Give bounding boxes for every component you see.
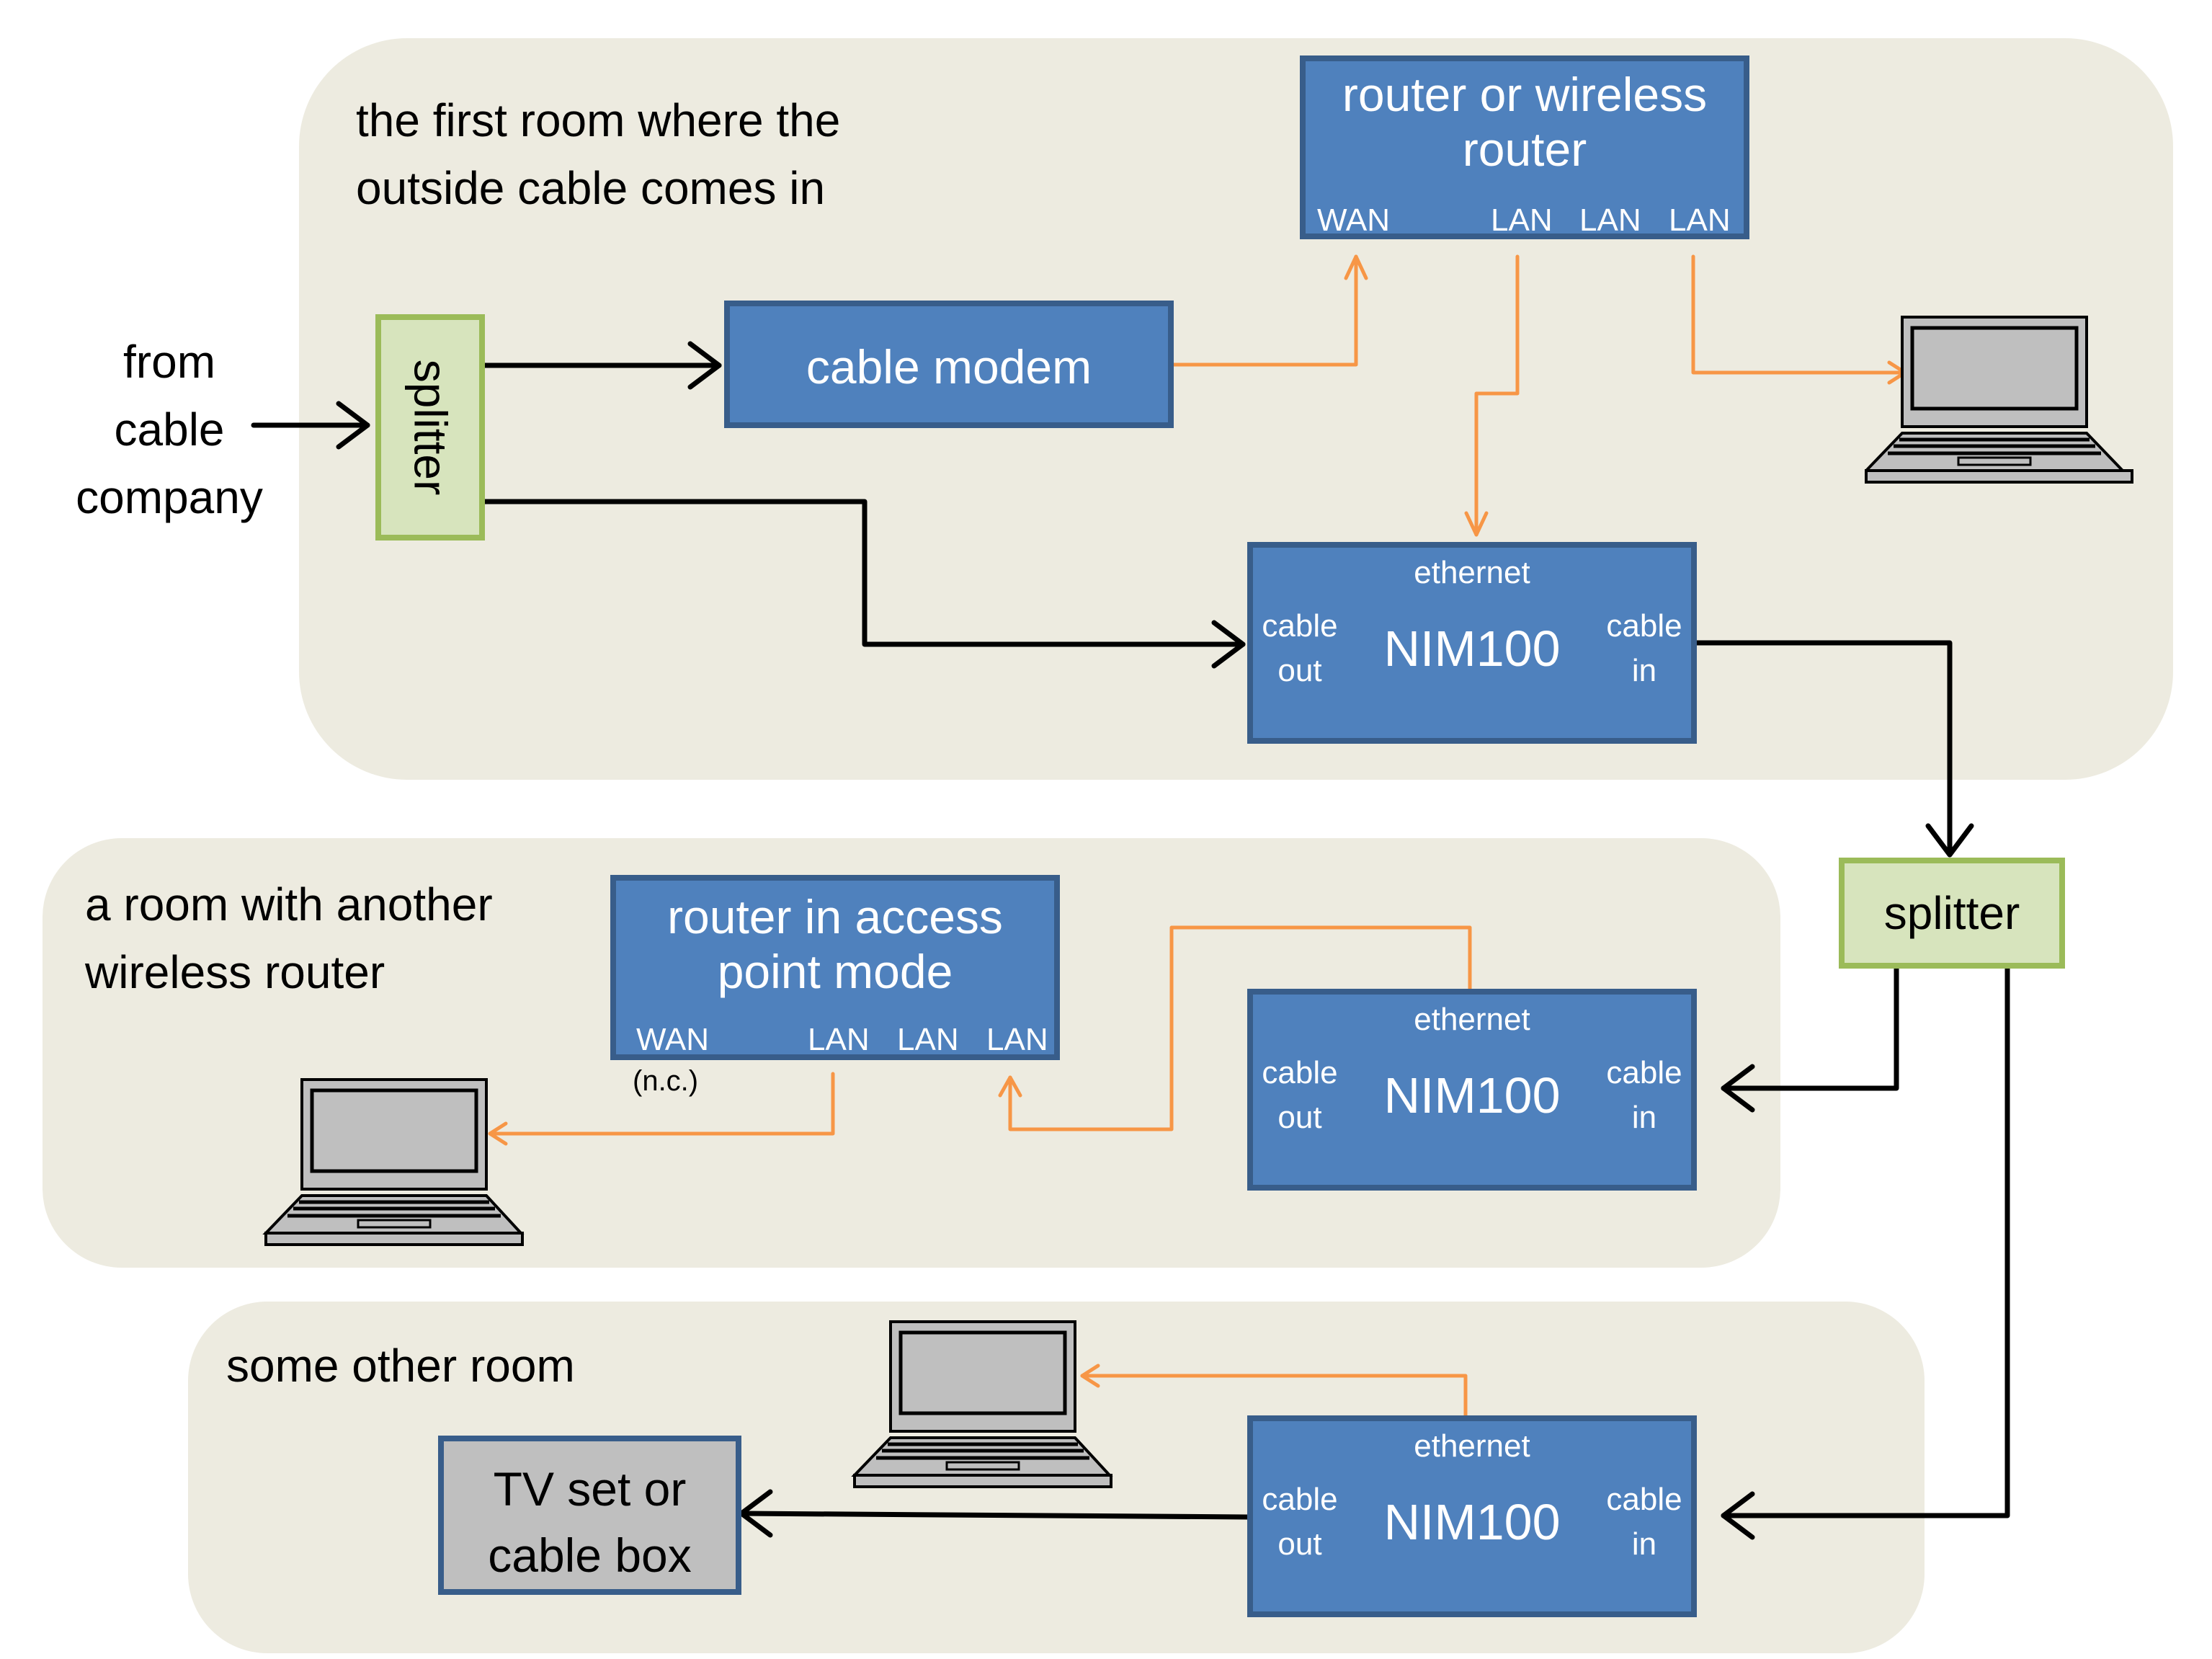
arrow-wan bbox=[1344, 254, 1368, 280]
splitter-hallway-label: splitter bbox=[1883, 887, 2020, 939]
wire-nim1-to-hallsplitter bbox=[1694, 640, 1953, 858]
nim100-room1-ethernet-port: ethernet bbox=[1414, 555, 1530, 590]
laptop-icon[interactable] bbox=[1865, 316, 2133, 484]
cable-modem-label: cable modem bbox=[806, 340, 1092, 393]
coax-wires bbox=[251, 341, 2010, 1540]
nim100-room3-ethernet-port: ethernet bbox=[1414, 1428, 1530, 1464]
wire-splitter-to-nim1 bbox=[482, 499, 1246, 647]
wire-hallsplitter-to-nim2 bbox=[1721, 966, 1899, 1091]
wire-nim3-to-tv bbox=[739, 1511, 1250, 1520]
room-third-label: some other room bbox=[226, 1340, 575, 1392]
router-room1-port-lan1[interactable]: LAN bbox=[1491, 203, 1553, 238]
arrow-nim3 bbox=[1721, 1491, 1755, 1540]
router-access-point[interactable]: router in access point mode WAN LAN LAN … bbox=[610, 875, 1060, 1060]
router-ap-port-wan[interactable]: WAN bbox=[636, 1022, 710, 1057]
router-room1[interactable]: router or wireless router WAN LAN LAN LA… bbox=[1300, 55, 1749, 239]
nim100-room1[interactable]: ethernet cable out NIM100 cable in bbox=[1247, 542, 1697, 744]
room-first bbox=[299, 38, 2173, 780]
nim100-room1-cable-in-port: cable in bbox=[1606, 608, 1682, 688]
router-room1-port-lan3[interactable]: LAN bbox=[1669, 203, 1731, 238]
nim100-room2-cable-in-port: cable in bbox=[1606, 1055, 1682, 1135]
ethernet-wires bbox=[488, 254, 1907, 1418]
splitter-room1-label: splitter bbox=[404, 359, 456, 496]
nim100-room2-ethernet-port: ethernet bbox=[1414, 1002, 1530, 1037]
arrow-nim2 bbox=[1721, 1064, 1755, 1113]
nim100-room3-name: NIM100 bbox=[1383, 1494, 1561, 1550]
nim100-room2-name: NIM100 bbox=[1383, 1067, 1561, 1124]
wire-aplan1-to-laptop2 bbox=[488, 1072, 835, 1136]
router-room1-label: router or wireless router bbox=[1342, 68, 1708, 176]
wire-lan1-to-nim1 bbox=[1474, 254, 1520, 537]
router-room1-port-wan[interactable]: WAN bbox=[1317, 203, 1391, 238]
nim100-room3-cable-out-port: cable out bbox=[1262, 1482, 1338, 1562]
wire-nim3-to-laptop3 bbox=[1080, 1374, 1468, 1418]
splitter-room1[interactable]: splitter bbox=[375, 314, 485, 541]
router-ap-port-lan3[interactable]: LAN bbox=[986, 1022, 1048, 1057]
wire-lan3-to-laptop1 bbox=[1691, 254, 1907, 375]
nim100-room1-name: NIM100 bbox=[1383, 621, 1561, 677]
nim100-room1-cable-out-port: cable out bbox=[1262, 608, 1338, 688]
arrow-tv bbox=[739, 1489, 773, 1538]
nim100-room3[interactable]: ethernet cable out NIM100 cable in bbox=[1247, 1415, 1697, 1617]
room-first-label: the first room where the outside cable c… bbox=[356, 94, 841, 214]
tv-or-cable-box[interactable]: TV set or cable box bbox=[438, 1436, 741, 1595]
arrow-splitter-modem bbox=[687, 341, 722, 390]
laptop-icon[interactable] bbox=[849, 1320, 1118, 1488]
arrow-aplan3 bbox=[998, 1075, 1022, 1098]
arrow-company-splitter bbox=[336, 401, 370, 450]
wire-hallsplitter-to-nim3 bbox=[1721, 966, 2010, 1518]
wire-modem-to-wan bbox=[1172, 254, 1358, 367]
laptop-icon[interactable] bbox=[260, 1078, 529, 1246]
router-access-point-label: router in access point mode bbox=[667, 890, 1003, 998]
room-second-label: a room with another wireless router bbox=[85, 879, 493, 998]
router-room1-port-lan2[interactable]: LAN bbox=[1579, 203, 1641, 238]
source-label: from cable company bbox=[76, 336, 263, 523]
router-ap-port-lan2[interactable]: LAN bbox=[897, 1022, 959, 1057]
router-ap-port-lan1[interactable]: LAN bbox=[808, 1022, 870, 1057]
arrow-splitter-nim1 bbox=[1211, 620, 1246, 669]
nim100-room2-cable-out-port: cable out bbox=[1262, 1055, 1338, 1135]
nim100-room3-cable-in-port: cable in bbox=[1606, 1482, 1682, 1562]
nim100-room2[interactable]: ethernet cable out NIM100 cable in bbox=[1247, 989, 1697, 1191]
splitter-hallway[interactable]: splitter bbox=[1839, 858, 2065, 969]
arrow-laptop2 bbox=[488, 1121, 508, 1146]
wan-not-connected-note: (n.c.) bbox=[633, 1065, 699, 1097]
arrow-laptop3 bbox=[1080, 1364, 1100, 1388]
arrow-hallsplitter bbox=[1925, 823, 1974, 858]
cable-modem[interactable]: cable modem bbox=[724, 301, 1174, 428]
arrow-nim1-eth bbox=[1464, 511, 1489, 537]
wire-nim2-to-aplan3 bbox=[1008, 925, 1472, 1131]
